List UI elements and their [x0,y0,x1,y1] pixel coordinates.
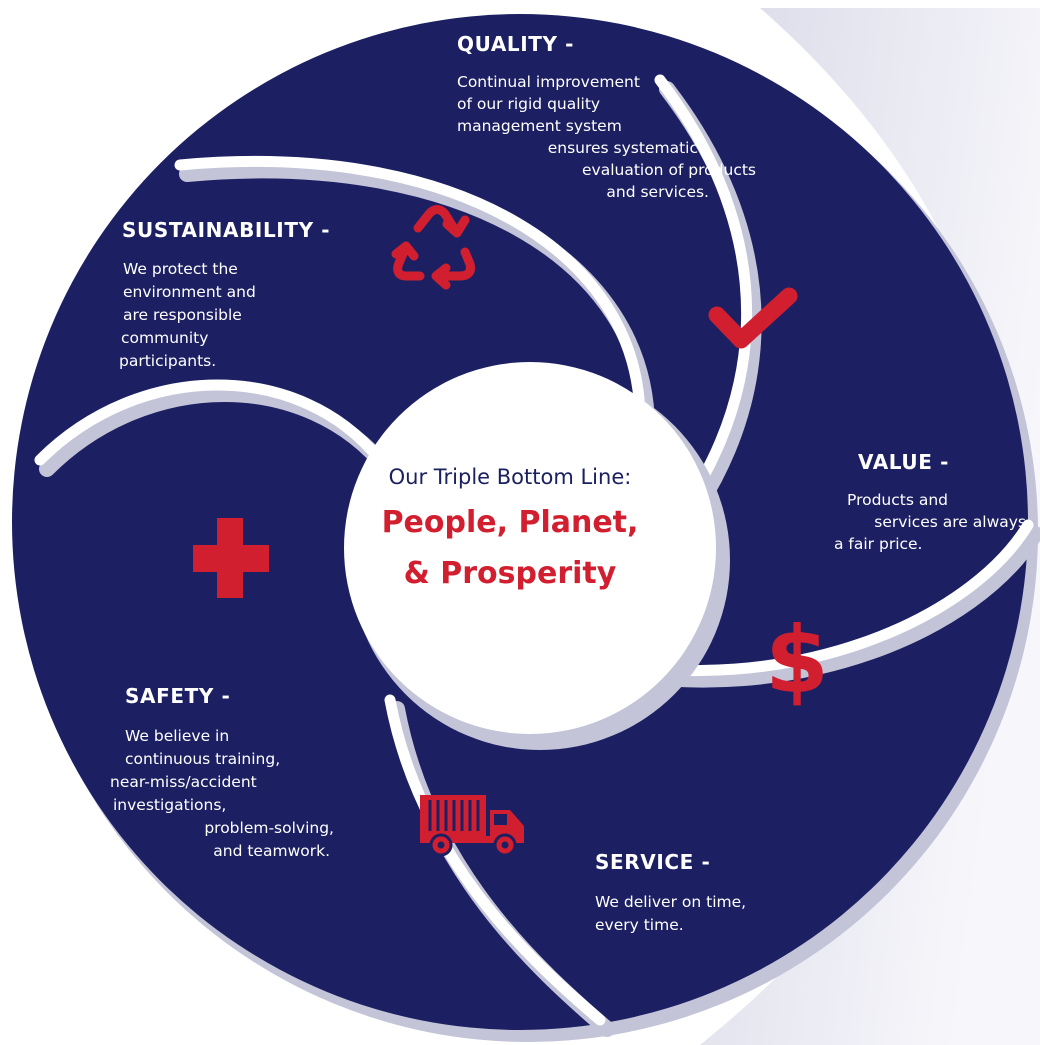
sustainability-heading: SUSTAINABILITY - [122,218,331,242]
safety-line: investigations, [113,796,227,814]
value-line: services are always [874,513,1026,531]
quality-line: and services. [606,183,709,201]
sustainability-line: participants. [119,352,217,370]
quality-heading: QUALITY - [457,32,575,56]
sustainability-line: environment and [123,283,256,301]
checkmark-icon [708,287,798,349]
center-headline-line2: & Prosperity [403,556,617,591]
dollar-sign-icon: $ [765,607,829,714]
service-heading: SERVICE - [595,850,711,874]
value-line: Products and [847,491,949,509]
safety-line: and teamwork. [213,842,330,860]
quality-line: of our rigid quality [457,95,601,113]
service-line: every time. [595,916,684,934]
sustainability-line: community [121,329,209,347]
safety-line: continuous training, [125,750,281,768]
sustainability-line: are responsible [123,306,242,324]
quality-line: evaluation of products [581,161,756,179]
medical-cross-icon [193,518,269,598]
value-heading: VALUE - [858,450,949,474]
quality-line: ensures systematic [547,139,698,157]
safety-heading: SAFETY - [125,684,231,708]
service-line: We deliver on time, [595,893,747,911]
safety-line: near-miss/accident [110,773,257,791]
recycle-icon [391,205,475,290]
quality-line: management system [457,117,622,135]
value-line: a fair price. [834,535,923,553]
sustainability-line: We protect the [123,260,238,278]
quality-line: Continual improvement [457,73,640,91]
delivery-truck-icon [420,795,524,857]
safety-line: problem-solving, [204,819,334,837]
center-intro: Our Triple Bottom Line: [388,465,632,489]
center-circle [344,362,716,734]
safety-line: We believe in [125,727,230,745]
center-headline-line1: People, Planet, [381,505,639,540]
